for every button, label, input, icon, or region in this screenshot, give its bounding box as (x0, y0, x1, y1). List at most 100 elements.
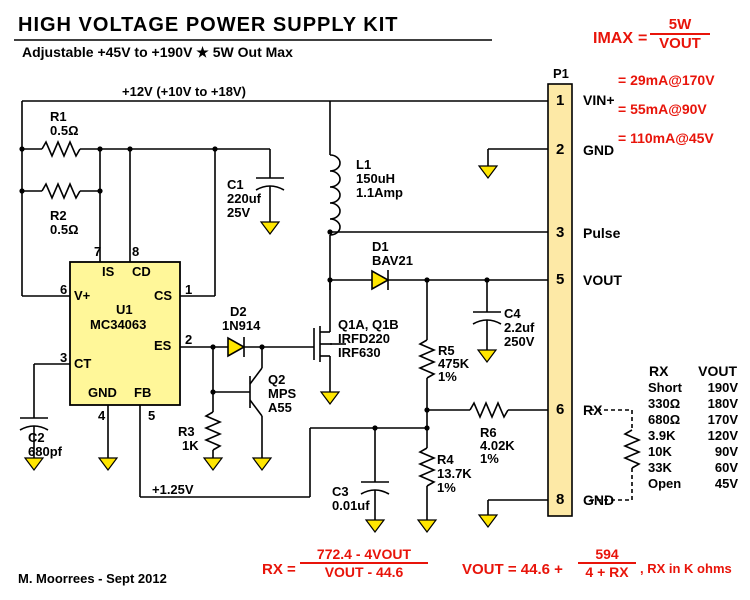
q1-ref: Q1A, Q1B (338, 317, 399, 332)
ic-pin-num-2: 2 (185, 332, 193, 347)
ic-pin-vplus: V+ (74, 288, 91, 303)
imax-label: IMAX (593, 30, 633, 47)
q1-value1: IRFD220 (338, 331, 391, 346)
c1-ref: C1 (227, 177, 244, 192)
imax-numerator: 5W (668, 16, 692, 33)
connector-pin-num-1: 1 (556, 92, 565, 109)
r3-value: 1K (182, 438, 199, 453)
ic-pin-num-6: 6 (60, 282, 68, 297)
ic-pin-num-3: 3 (60, 350, 68, 365)
vout-formula-numerator: 594 (595, 546, 619, 562)
r5-value2: 1% (438, 369, 457, 384)
ic-pin-num-5: 5 (148, 408, 156, 423)
ic-pin-ct: CT (74, 356, 92, 371)
imax-line-1: = 29mA@170V (618, 72, 715, 88)
imax-line-2: = 55mA@90V (618, 101, 707, 117)
ic-u1-body (69, 261, 181, 406)
rx-cell: 680Ω (648, 412, 681, 427)
connector-pin-num-6: 6 (556, 401, 565, 418)
ic-ref: U1 (116, 302, 133, 317)
rx-cell: 10K (648, 444, 672, 459)
connector-pin-label-rx: RX (583, 402, 603, 418)
rx-cell: Open (648, 476, 682, 491)
vout-formula-denominator: 4 + RX (578, 562, 636, 580)
ic-pin-es: ES (154, 338, 172, 353)
fb-rail-label: +1.25V (152, 482, 194, 497)
imax-fraction: 5W VOUT (650, 16, 710, 52)
q2-ref: Q2 (268, 372, 286, 387)
d1-value: BAV21 (372, 253, 413, 268)
rx-cell: Short (648, 380, 682, 395)
ic-pin-fb: FB (134, 385, 152, 400)
r6-ref: R6 (480, 425, 497, 440)
vout-cell: 170V (707, 412, 738, 427)
connector-pin-label-pulse: Pulse (583, 225, 621, 241)
c2-value: 680pf (28, 444, 62, 459)
d1-ref: D1 (372, 239, 389, 254)
rx-cell: 3.9K (648, 428, 676, 443)
connector-pin-label-gnd2: GND (583, 492, 615, 508)
l1-value2: 1.1Amp (356, 185, 403, 200)
ic-pin-num-8: 8 (132, 244, 140, 259)
vout-formula-tail: , RX in K ohms (640, 561, 732, 576)
ic-pin-cs: CS (154, 288, 173, 303)
imax-denominator: VOUT (650, 33, 710, 52)
q1-value2: IRF630 (338, 345, 381, 360)
c4-value2: 250V (504, 334, 535, 349)
supply-rail-label: +12V (+10V to +18V) (122, 84, 246, 99)
connector-pin-label-gnd: GND (583, 142, 615, 158)
r2-value: 0.5Ω (50, 222, 79, 237)
vout-formula-lhs: VOUT = 44.6 + (462, 561, 563, 578)
rx-formula-denominator: VOUT - 44.6 (300, 562, 428, 580)
connector-pin-num-2: 2 (556, 141, 565, 158)
rx-formula-numerator: 772.4 - 4VOUT (316, 546, 412, 562)
connector-name: P1 (553, 66, 569, 81)
r1-ref: R1 (50, 109, 67, 124)
ic-pin-num-4: 4 (98, 408, 106, 423)
table-row: Short 190V (648, 380, 738, 396)
connector-pin-label-vin: VIN+ (583, 92, 615, 108)
vout-cell: 190V (707, 380, 738, 395)
vout-cell: 90V (714, 444, 738, 459)
r3-ref: R3 (178, 424, 195, 439)
r4-value1: 13.7K (437, 466, 472, 481)
vout-cell: 180V (707, 396, 738, 411)
imax-line-3: = 110mA@45V (618, 130, 714, 146)
rx-table-header-rx: RX (649, 363, 669, 379)
vout-cell: 60V (714, 460, 738, 475)
r5-ref: R5 (438, 343, 455, 358)
q2-value2: A55 (268, 400, 292, 415)
ic-pin-is: IS (102, 264, 115, 279)
rx-formula-lhs: RX = (262, 561, 296, 578)
r6-value2: 1% (480, 451, 499, 466)
connector-p1-body (547, 83, 573, 517)
d2-value: 1N914 (222, 318, 261, 333)
c1-value1: 220uf (227, 191, 261, 206)
page-title: HIGH VOLTAGE POWER SUPPLY KIT (18, 14, 399, 36)
c2-ref: C2 (28, 430, 45, 445)
d2-ref: D2 (230, 304, 247, 319)
c3-ref: C3 (332, 484, 349, 499)
connector-pin-num-3: 3 (556, 224, 565, 241)
ic-pin-gnd: GND (88, 385, 117, 400)
table-row: 10K 90V (648, 444, 738, 460)
c3-value: 0.01uf (332, 498, 370, 513)
table-row: 680Ω 170V (648, 412, 738, 428)
author-credit: M. Moorrees - Sept 2012 (18, 571, 167, 586)
c4-ref: C4 (504, 306, 521, 321)
q2-value1: MPS (268, 386, 297, 401)
rx-formula-fraction: 772.4 - 4VOUT VOUT - 44.6 (300, 546, 428, 580)
r2-ref: R2 (50, 208, 67, 223)
l1-value1: 150uH (356, 171, 396, 186)
rx-cell: 33K (648, 460, 672, 475)
ic-pin-num-7: 7 (94, 244, 102, 259)
vout-cell: 45V (714, 476, 738, 491)
c4-value1: 2.2uf (504, 320, 535, 335)
rx-table-header-vout: VOUT (698, 363, 737, 379)
table-row: 33K 60V (648, 460, 738, 476)
page-subtitle: Adjustable +45V to +190V ★ 5W Out Max (22, 44, 293, 60)
connector-pin-label-vout: VOUT (583, 272, 622, 288)
